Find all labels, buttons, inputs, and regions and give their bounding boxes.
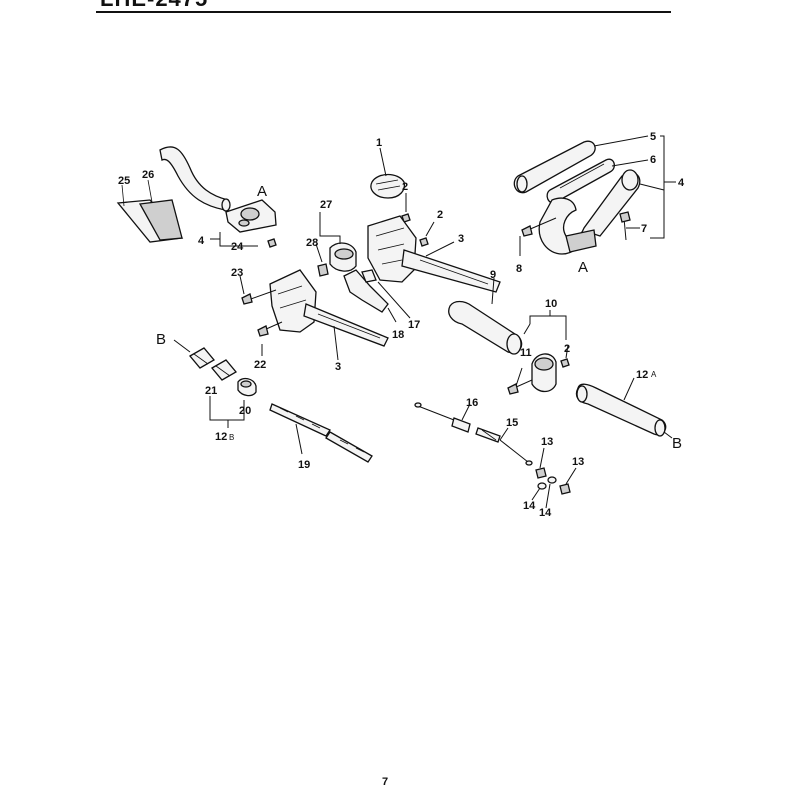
callout-13: 13 — [541, 436, 553, 448]
callout-23: 23 — [231, 267, 243, 279]
callout-12: 12 — [215, 431, 227, 443]
callout-26: 26 — [142, 169, 154, 181]
part-loop-handle-4 — [538, 169, 665, 255]
callout-21: 21 — [205, 385, 217, 397]
part-cable-19 — [269, 403, 373, 463]
callout-11: 11 — [520, 347, 532, 359]
callout-2: 2 — [402, 181, 408, 193]
reference-letter-b: B — [156, 331, 166, 348]
part-screws-22-23 — [239, 275, 283, 356]
callout-18: 18 — [392, 329, 404, 341]
part-clamp-24 — [210, 199, 277, 248]
callout-5: 5 — [650, 131, 656, 143]
part-tube-12a — [575, 377, 673, 439]
part-housing-3-upper — [367, 215, 501, 293]
part-housing-3-lower — [269, 269, 389, 361]
part-clamp-27-28 — [315, 212, 357, 277]
part-pad-25-26 — [116, 179, 184, 243]
callout-19: 19 — [298, 459, 310, 471]
callout-14: 14 — [539, 507, 552, 519]
callout-12: 12 — [636, 369, 648, 381]
part-nut-2 — [401, 193, 570, 368]
part-hose-upper-left — [159, 146, 231, 212]
reference-letter-b: B — [672, 435, 682, 452]
callout-6: 6 — [650, 154, 656, 166]
callout-22: 22 — [254, 359, 266, 371]
callout-4: 4 — [198, 235, 205, 247]
callout-2: 2 — [564, 343, 570, 355]
callout-7: 7 — [641, 223, 647, 235]
header-rule — [96, 11, 671, 13]
callout-1: 1 — [376, 137, 382, 149]
part-trigger-18 — [343, 269, 411, 323]
part-nuts-13-14 — [531, 447, 577, 509]
part-connectors-20-21 — [173, 339, 257, 428]
reference-letter-a: A — [578, 259, 588, 276]
part-tube-9 — [448, 277, 523, 355]
callout-17: 17 — [408, 319, 420, 331]
callout-16: 16 — [466, 397, 478, 409]
callout-24: 24 — [231, 241, 244, 253]
callout-12-suffix: B — [229, 433, 234, 442]
callout-27: 27 — [320, 199, 332, 211]
callout-12-suffix: A — [651, 370, 657, 379]
part-clamp-10-11 — [507, 310, 567, 395]
part-screws-7-8 — [519, 211, 640, 256]
callout-4: 4 — [678, 177, 685, 189]
callout-8: 8 — [516, 263, 522, 275]
callout-20: 20 — [239, 405, 251, 417]
callout-10: 10 — [545, 298, 557, 310]
callout-13: 13 — [572, 456, 584, 468]
callout-28: 28 — [306, 237, 318, 249]
callout-9: 9 — [490, 269, 496, 281]
callout-15: 15 — [506, 417, 518, 429]
reference-letter-a: A — [257, 183, 267, 200]
callout-3: 3 — [458, 233, 464, 245]
callout-2: 2 — [437, 209, 443, 221]
callout-25: 25 — [118, 175, 130, 187]
callout-14: 14 — [523, 500, 536, 512]
model-title: LHE-2475 — [100, 0, 208, 12]
callout-3: 3 — [335, 361, 341, 373]
part-grips-5-6 — [513, 135, 676, 239]
part-switch-1 — [370, 147, 406, 199]
page-number: 7 — [382, 776, 389, 788]
part-throttle-cable-15-16 — [414, 402, 533, 466]
